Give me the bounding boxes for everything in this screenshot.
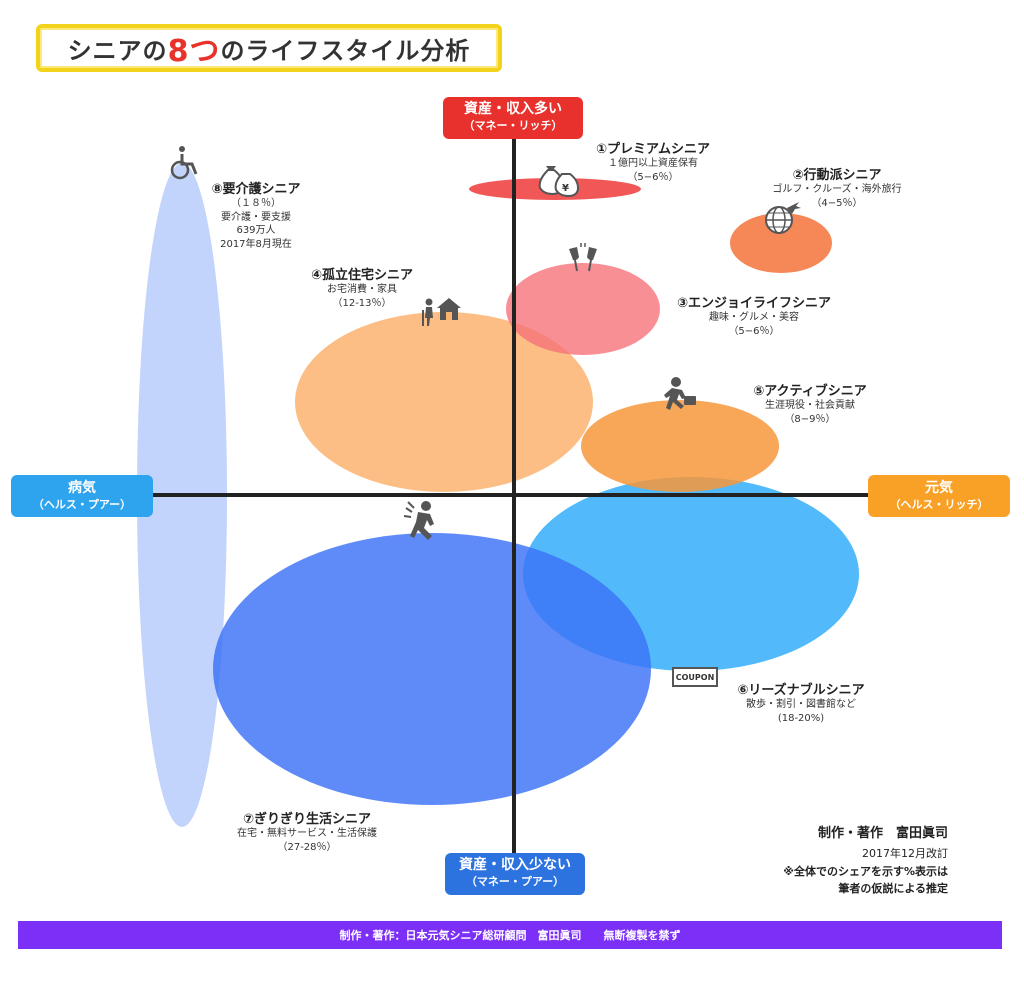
segment-share: （5−6％） [627,171,679,183]
segment-name: ⑦ぎりぎり生活シニア [242,812,371,827]
note-line-2: 筆者の仮説による推定 [838,881,948,895]
title-accent: 8つ [167,34,221,69]
segment-label-enjoy: ③エンジョイライフシニア 趣味・グルメ・美容 （5−6％） [664,292,844,338]
credit-revision: 2017年12月改訂 [862,847,948,860]
falling-person-icon [403,501,434,540]
axis-right-sub: （ヘルス・リッチ） [889,497,989,511]
segment-desc: 生涯現役・社会貢献 [765,400,855,411]
elder-house-icon [422,298,461,326]
segment-label-active-travel: ②行動派シニア ゴルフ・クルーズ・海外旅行 （4−5％） [762,164,912,210]
axis-left-main: 病気 [68,480,96,496]
segment-name: ②行動派シニア [792,168,882,183]
segment-share: （4−5％） [811,197,863,209]
segment-desc: 趣味・グルメ・美容 [709,312,799,323]
axis-left-sub: （ヘルス・プアー） [32,497,132,511]
title-suffix: のライフスタイル分析 [220,36,471,65]
segment-share: （12-13％） [332,297,392,309]
bubble-isolated [295,312,593,492]
coupon-icon: COUPON [672,667,718,687]
segment-desc: お宅消費・家具 [327,284,397,295]
segment-label-reasonable: ⑥リーズナブルシニア 散歩・割引・図書館など (18-20%) [726,679,876,725]
axis-label-health-rich: 元気 （ヘルス・リッチ） [868,475,1010,517]
segment-name: ④孤立住宅シニア [310,268,413,283]
running-person-icon [664,377,696,410]
segment-share: （8−9％） [784,413,836,425]
axis-right-main: 元気 [925,480,953,496]
segment-name: ⑥リーズナブルシニア [737,683,865,698]
money-bag-icon: ¥ [538,166,580,198]
bubble-enjoy [506,263,660,355]
segment-desc: １億円以上資産保有 [608,158,698,169]
page-title: シニアの 8つ のライフスタイル分析 [36,24,502,72]
svg-text:¥: ¥ [562,183,569,194]
axis-label-money-poor: 資産・収入少ない （マネー・プアー） [445,853,585,895]
credit: 制作・著作 富田眞司 2017年12月改訂 [818,822,948,861]
bubble-active [581,400,779,492]
bubble-active-travel [730,213,832,273]
segment-name: ⑧要介護シニア [211,182,301,197]
coupon-icon-text: COUPON [675,672,715,682]
bubble-tight [213,533,651,805]
segment-name: ①プレミアムシニア [595,142,711,157]
segment-label-premium: ①プレミアムシニア １億円以上資産保有 （5−6％） [580,138,726,184]
globe-plane-icon [765,202,801,234]
segment-share: (18-20%) [777,712,825,724]
segment-desc: ゴルフ・クルーズ・海外旅行 [772,184,902,195]
credit-author: 制作・著作 富田眞司 [817,826,948,841]
title-prefix: シニアの [67,36,168,65]
segment-label-tight: ⑦ぎりぎり生活シニア 在宅・無料サービス・生活保護 （27-28％） [222,808,392,854]
axis-bottom-main: 資産・収入少ない [459,857,571,873]
segment-desc: 散歩・割引・図書館など [746,699,856,710]
segment-desc: 在宅・無料サービス・生活保護 [237,828,377,839]
share-note: ※全体でのシェアを示す%表示は 筆者の仮説による推定 [728,864,948,897]
axis-bottom-sub: （マネー・プアー） [465,874,565,888]
segment-share: （１８％） [231,198,281,209]
segment-desc: 要介護・要支援 [221,211,291,223]
segment-label-active: ⑤アクティブシニア 生涯現役・社会貢献 （8−9％） [740,380,880,426]
segment-desc: 639万人 [236,225,276,236]
segment-label-care: ⑧要介護シニア （１８％） 要介護・要支援 639万人 2017年8月現在 [198,178,314,251]
axis-top-main: 資産・収入多い [464,101,562,117]
segment-share: （27-28％） [277,841,337,853]
note-line-1: ※全体でのシェアを示す%表示は [783,865,948,878]
footer-bar: 制作・著作：日本元気シニア総研顧問 富田眞司 無断複製を禁ず [18,921,1002,949]
segment-label-isolated: ④孤立住宅シニア お宅消費・家具 （12-13％） [294,264,430,310]
axis-top-sub: （マネー・リッチ） [463,118,563,132]
segment-share: （5−6％） [728,325,780,337]
footer-text: 制作・著作：日本元気シニア総研顧問 富田眞司 無断複製を禁ず [339,929,681,942]
segment-desc: 2017年8月現在 [220,238,292,250]
segment-name: ③エンジョイライフシニア [676,296,831,311]
axis-label-health-poor: 病気 （ヘルス・プアー） [11,475,153,517]
axis-label-money-rich: 資産・収入多い （マネー・リッチ） [443,97,583,139]
wine-glasses-icon [569,243,597,272]
wheelchair-icon [170,146,198,180]
segment-name: ⑤アクティブシニア [753,384,867,399]
